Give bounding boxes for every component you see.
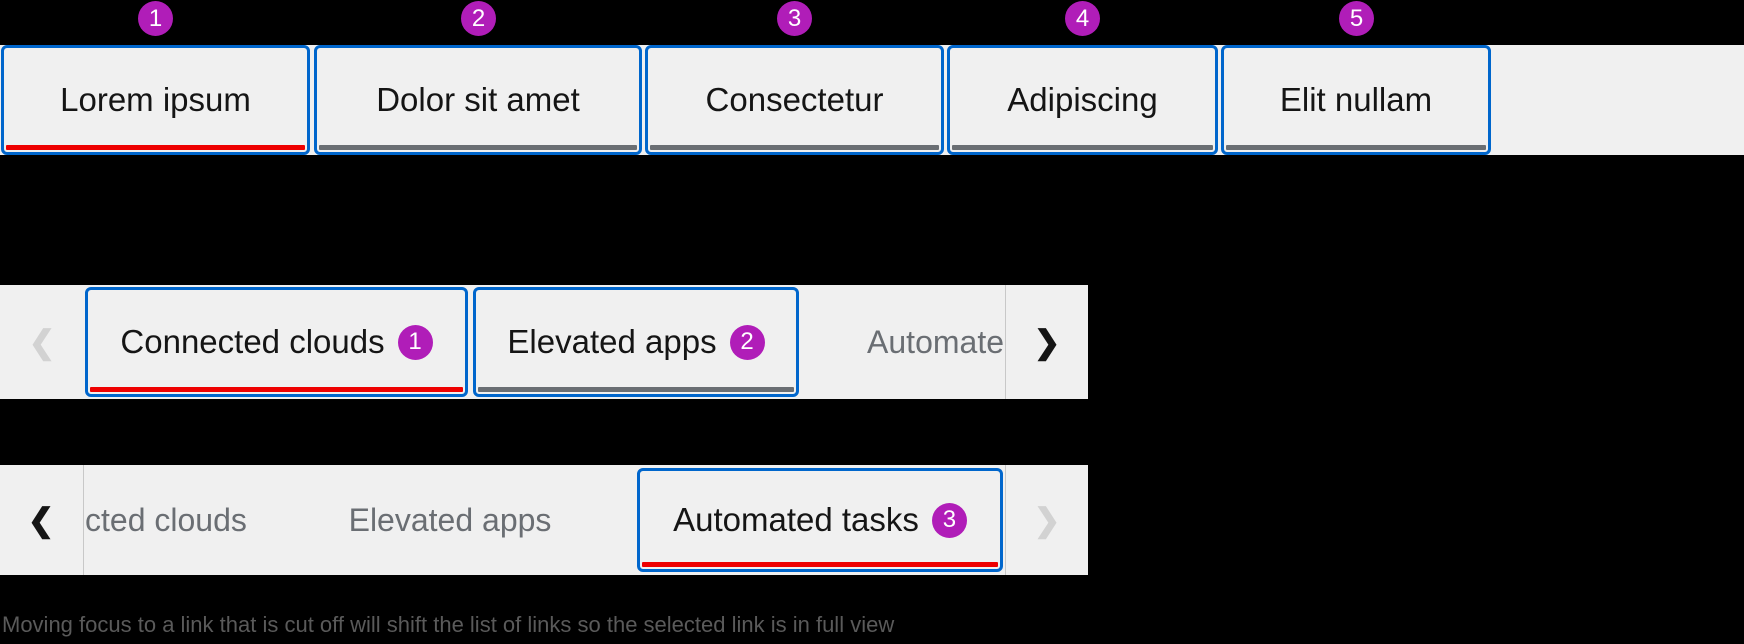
- scroll-left-button[interactable]: ❮: [0, 285, 84, 399]
- scroll-divider: [1005, 285, 1006, 399]
- scroll-right-button[interactable]: ❯: [1006, 285, 1088, 399]
- tab-bar-overflow-end: ❮ cted clouds Elevated apps Automated ta…: [0, 465, 1088, 575]
- caption-text: Moving focus to a link that is cut off w…: [2, 612, 895, 637]
- tab-label: Consectetur: [705, 81, 884, 118]
- annotation-number: 2: [740, 328, 754, 355]
- tab-label: Connected clouds: [120, 323, 385, 360]
- annotation-number: 2: [471, 4, 486, 32]
- tab-automated-tasks[interactable]: Automated tasks 3: [637, 468, 1003, 572]
- scroll-right-button[interactable]: ❯: [1006, 465, 1088, 575]
- annotation-badge-5: 5: [1339, 1, 1374, 36]
- tab-active-indicator: [642, 562, 998, 567]
- tab-label: Automate: [867, 323, 1004, 360]
- annotation-number: 1: [148, 4, 163, 32]
- chevron-left-icon: ❮: [27, 502, 55, 538]
- annotation-badge-2: 2: [729, 324, 765, 360]
- tab-active-indicator: [6, 145, 305, 150]
- annotation-number: 3: [787, 4, 802, 32]
- tab-underline: [478, 387, 794, 392]
- annotation-badge-3: 3: [931, 502, 967, 538]
- tab-lorem-ipsum[interactable]: Lorem ipsum: [1, 45, 310, 155]
- tab-connected-clouds[interactable]: Connected clouds 1: [85, 287, 468, 397]
- tab-label: Elevated apps: [348, 501, 552, 538]
- tab-underline: [952, 145, 1213, 150]
- tab-elevated-apps[interactable]: Elevated apps 2: [473, 287, 799, 397]
- annotation-number: 5: [1349, 4, 1364, 32]
- scroll-divider: [83, 465, 84, 575]
- annotation-badge-4: 4: [1065, 1, 1100, 36]
- chevron-left-icon: ❮: [28, 324, 56, 360]
- tab-bar-overflow-start: ❮ Connected clouds 1 Elevated apps 2 Aut…: [0, 285, 1088, 399]
- tab-label: Automated tasks: [673, 501, 919, 538]
- tab-dolor-sit-amet[interactable]: Dolor sit amet: [314, 45, 642, 155]
- tab-active-indicator: [90, 387, 463, 392]
- annotation-number: 1: [408, 328, 422, 355]
- chevron-right-icon: ❯: [1033, 324, 1061, 360]
- tab-label: Elit nullam: [1279, 81, 1433, 118]
- tab-label: Dolor sit amet: [376, 81, 580, 118]
- tab-connected-clouds-cutoff[interactable]: cted clouds: [85, 465, 295, 575]
- chevron-right-icon: ❯: [1033, 502, 1061, 538]
- tab-consectetur[interactable]: Consectetur: [645, 45, 944, 155]
- scroll-left-button[interactable]: ❮: [0, 465, 82, 575]
- annotation-badge-1: 1: [397, 324, 433, 360]
- tab-adipiscing[interactable]: Adipiscing: [947, 45, 1218, 155]
- tab-label: cted clouds: [85, 501, 247, 538]
- annotation-number: 3: [942, 506, 957, 533]
- tab-automated-tasks-cutoff[interactable]: Automate: [800, 285, 1006, 399]
- tab-underline: [1226, 145, 1486, 150]
- annotation-badge-3: 3: [777, 1, 812, 36]
- tab-label: Elevated apps: [507, 323, 717, 360]
- tab-underline: [650, 145, 939, 150]
- tab-elevated-apps[interactable]: Elevated apps: [310, 465, 590, 575]
- scroll-divider: [1005, 465, 1006, 575]
- tab-label: Lorem ipsum: [60, 81, 251, 118]
- tab-elit-nullam[interactable]: Elit nullam: [1221, 45, 1491, 155]
- tab-label: Adipiscing: [1007, 81, 1158, 118]
- annotation-badge-2: 2: [461, 1, 496, 36]
- annotation-number: 4: [1075, 4, 1090, 32]
- annotation-badge-1: 1: [138, 1, 173, 36]
- tab-bar-basic: Lorem ipsum Dolor sit amet Consectetur A…: [0, 45, 1744, 155]
- tab-underline: [319, 145, 637, 150]
